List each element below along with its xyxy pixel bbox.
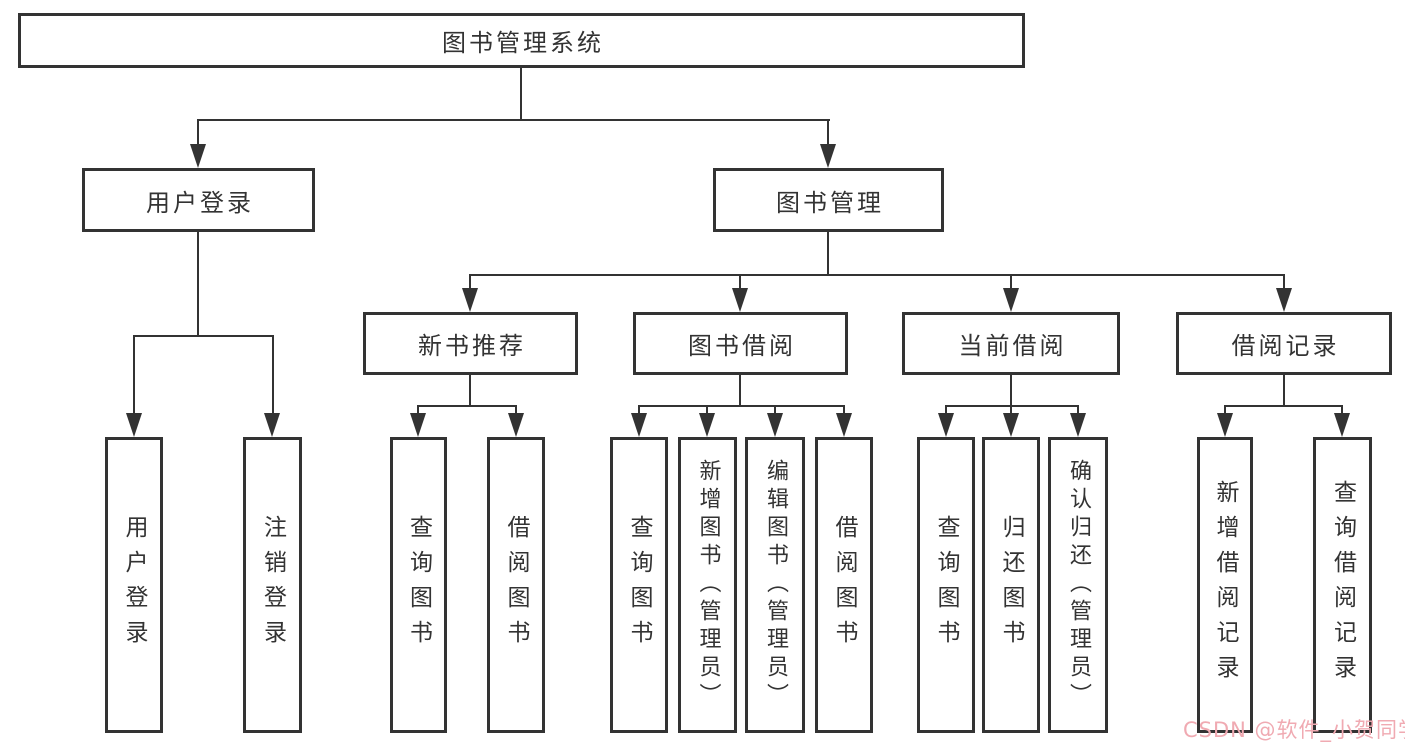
edge-user-login-drop-1 (133, 335, 135, 416)
node-book-management: 图书管理 (713, 168, 944, 232)
arrow-to-query-books-current (938, 413, 954, 437)
arrow-to-add-books-admin (699, 413, 715, 437)
edge-records-drop-1 (1224, 405, 1226, 415)
arrow-to-query-books-borrow (631, 413, 647, 437)
edge-borrowing-drop-3 (774, 405, 776, 415)
edge-root-stem (520, 68, 522, 119)
node-current-borrowing: 当前借阅 (902, 312, 1120, 375)
arrow-to-borrow-books (836, 413, 852, 437)
edge-borrowing-branch (638, 405, 845, 407)
arrow-to-edit-books-admin (767, 413, 783, 437)
edge-book-mgmt-stem (827, 232, 829, 275)
edge-borrowing-drop-4 (843, 405, 845, 415)
edge-book-mgmt-drop-1 (469, 274, 471, 290)
edge-recommend-stem (469, 375, 471, 406)
arrow-to-book-management (820, 144, 836, 168)
edge-current-branch (945, 405, 1079, 407)
arrow-to-current-borrowing (1003, 288, 1019, 312)
node-borrow-books-recommend: 借阅图书 (487, 437, 545, 733)
node-new-book-recommendation: 新书推荐 (363, 312, 578, 375)
node-query-books-recommend: 查询图书 (390, 437, 447, 733)
node-book-borrowing: 图书借阅 (633, 312, 848, 375)
node-user-login: 用户登录 (82, 168, 315, 232)
edge-current-drop-2 (1010, 405, 1012, 415)
edge-records-drop-2 (1341, 405, 1343, 415)
edge-borrowing-drop-1 (638, 405, 640, 415)
arrow-to-new-book-recommendation (462, 288, 478, 312)
node-query-borrow-record: 查询借阅记录 (1313, 437, 1372, 733)
arrow-to-return-books (1003, 413, 1019, 437)
arrow-to-borrowing-records (1276, 288, 1292, 312)
node-user-login-action: 用户登录 (105, 437, 163, 733)
node-borrow-books: 借阅图书 (815, 437, 873, 733)
edge-book-mgmt-branch (469, 274, 1285, 276)
edge-records-branch (1224, 405, 1343, 407)
edge-user-login-branch (133, 335, 274, 337)
edge-current-drop-1 (945, 405, 947, 415)
edge-current-stem (1010, 375, 1012, 406)
node-borrowing-records: 借阅记录 (1176, 312, 1392, 375)
edge-recommend-drop-1 (417, 405, 419, 415)
arrow-to-user-login (190, 144, 206, 168)
arrow-to-borrow-books-recommend (508, 413, 524, 437)
edge-user-login-stem (197, 232, 199, 336)
node-add-borrow-record: 新增借阅记录 (1197, 437, 1253, 733)
edge-borrowing-drop-2 (706, 405, 708, 415)
edge-book-mgmt-drop-2 (739, 274, 741, 290)
csdn-watermark: CSDN @软件_小贺同学 (1183, 718, 1405, 742)
node-query-books-borrow: 查询图书 (610, 437, 668, 733)
edge-user-login-drop-2 (272, 335, 274, 416)
node-add-books-admin: 新增图书（管理员） (678, 437, 737, 733)
arrow-to-logout-action (264, 413, 280, 437)
node-confirm-return-admin: 确认归还（管理员） (1048, 437, 1108, 733)
edge-root-branch (197, 119, 830, 121)
node-query-books-current: 查询图书 (917, 437, 975, 733)
node-logout-action: 注销登录 (243, 437, 302, 733)
edge-recommend-branch (417, 405, 517, 407)
node-edit-books-admin: 编辑图书（管理员） (745, 437, 805, 733)
edge-book-mgmt-drop-3 (1010, 274, 1012, 290)
edge-root-drop-left (197, 119, 199, 146)
edge-recommend-drop-2 (515, 405, 517, 415)
arrow-to-confirm-return-admin (1070, 413, 1086, 437)
node-return-books: 归还图书 (982, 437, 1040, 733)
node-library-management-system: 图书管理系统 (18, 13, 1025, 68)
arrow-to-user-login-action (126, 413, 142, 437)
edge-records-stem (1283, 375, 1285, 406)
edge-current-drop-3 (1077, 405, 1079, 415)
edge-root-drop-right (827, 119, 829, 146)
edge-borrowing-stem (739, 375, 741, 406)
arrow-to-book-borrowing (732, 288, 748, 312)
arrow-to-query-borrow-record (1334, 413, 1350, 437)
edge-book-mgmt-drop-4 (1283, 274, 1285, 290)
arrow-to-query-books-recommend (410, 413, 426, 437)
arrow-to-add-borrow-record (1217, 413, 1233, 437)
